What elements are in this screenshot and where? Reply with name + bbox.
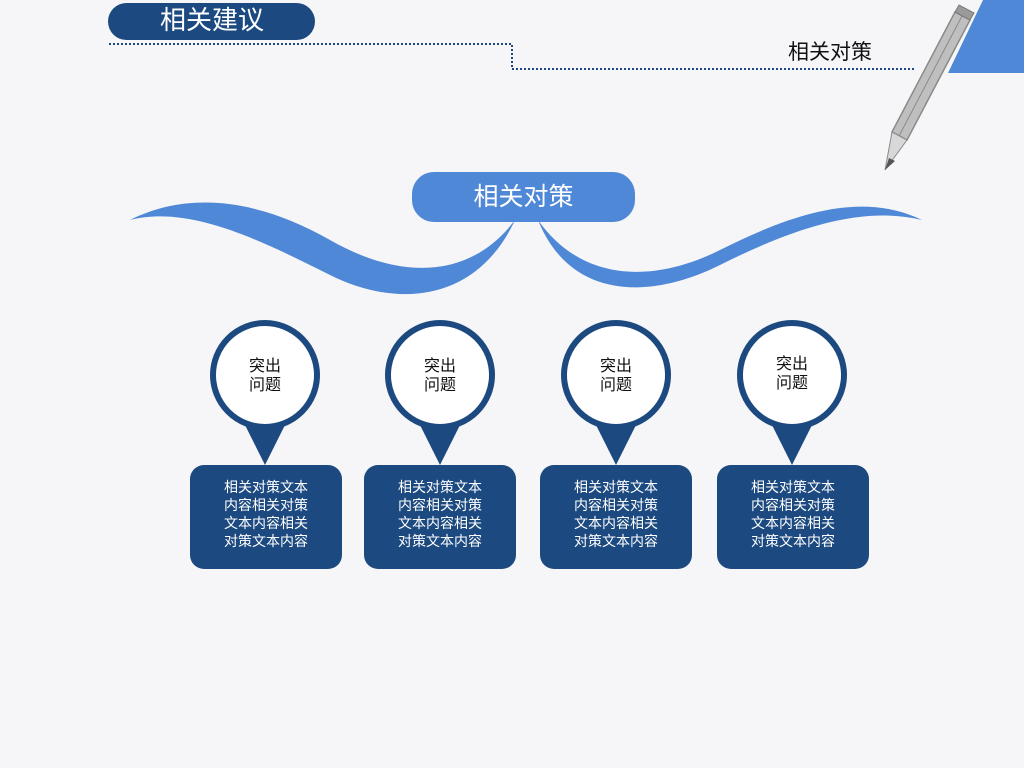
pin-label-2: 突出 问题 [400, 356, 480, 394]
card-text-line: 相关对策文本 [398, 480, 482, 496]
card-text-line: 内容相关对策 [751, 498, 835, 514]
pin-3 [561, 320, 671, 465]
pin-label-line: 突出 [423, 356, 456, 375]
pencil-icon [884, 4, 975, 171]
pin-label-line: 突出 [248, 356, 281, 375]
wave-right [538, 206, 922, 288]
pin-markers [210, 320, 847, 465]
card-text-line: 相关对策文本 [574, 480, 658, 496]
pin-label-1: 突出 问题 [225, 356, 305, 394]
page-subtitle: 相关对策 [788, 40, 872, 64]
wave-left [130, 202, 515, 295]
pin-label-line: 突出 [599, 356, 632, 375]
pin-4 [737, 320, 847, 465]
card-text-line: 对策文本内容 [751, 534, 835, 550]
card-text-line: 对策文本内容 [574, 534, 658, 550]
center-topic-label: 相关对策 [412, 172, 635, 222]
card-text-line: 相关对策文本 [224, 480, 308, 496]
card-text-line: 内容相关对策 [398, 498, 482, 514]
card-text-line: 内容相关对策 [574, 498, 658, 514]
pin-label-line: 突出 [775, 354, 808, 373]
pin-2 [385, 320, 495, 465]
corner-triangle-decoration [948, 0, 1024, 73]
card-text-line: 文本内容相关 [751, 516, 835, 532]
text-card-2: 相关对策文本 内容相关对策 文本内容相关 对策文本内容 [364, 465, 516, 569]
text-card-1: 相关对策文本 内容相关对策 文本内容相关 对策文本内容 [190, 465, 342, 569]
pin-label-line: 问题 [248, 375, 281, 394]
pin-label-line: 问题 [599, 375, 632, 394]
card-text-line: 文本内容相关 [398, 516, 482, 532]
card-text-line: 对策文本内容 [224, 534, 308, 550]
card-text-line: 对策文本内容 [398, 534, 482, 550]
card-text-line: 文本内容相关 [574, 516, 658, 532]
pin-label-line: 问题 [775, 373, 808, 392]
text-card-4: 相关对策文本 内容相关对策 文本内容相关 对策文本内容 [717, 465, 869, 569]
card-text-line: 文本内容相关 [224, 516, 308, 532]
pin-label-3: 突出 问题 [576, 356, 656, 394]
card-text-line: 内容相关对策 [224, 498, 308, 514]
card-text-line: 相关对策文本 [751, 480, 835, 496]
pin-label-line: 问题 [423, 375, 456, 394]
text-card-3: 相关对策文本 内容相关对策 文本内容相关 对策文本内容 [540, 465, 692, 569]
header-dotted-divider [109, 43, 914, 70]
page-title: 相关建议 [108, 3, 315, 40]
pin-label-4: 突出 问题 [752, 354, 832, 392]
pin-1 [210, 320, 320, 465]
